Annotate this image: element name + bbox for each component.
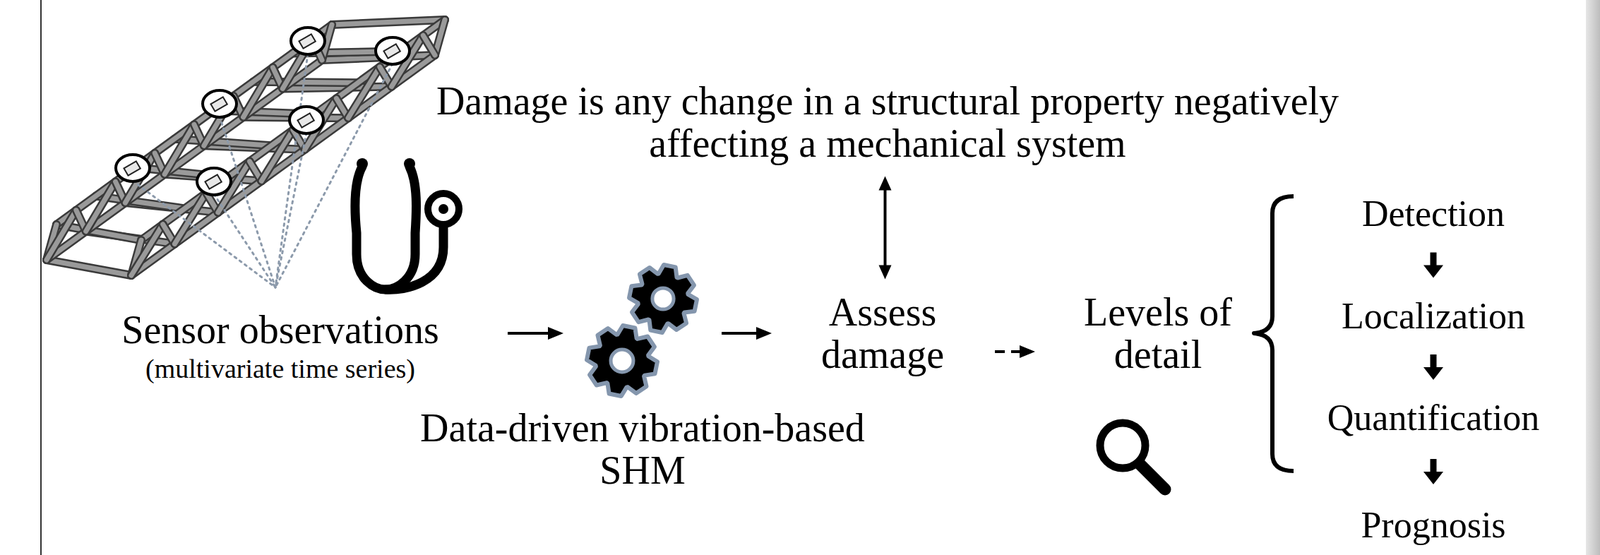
label-text: Detection <box>1292 194 1575 234</box>
input-label: Sensor observations(multivariate time se… <box>61 308 500 384</box>
label-text: Sensor observations <box>61 308 500 351</box>
stethoscope-icon <box>355 158 459 290</box>
magnifier-icon <box>1100 422 1166 490</box>
frame-line <box>40 0 42 555</box>
level-label: Detection <box>1292 194 1575 234</box>
connector-arrow <box>1423 458 1444 485</box>
truss-bridge <box>46 19 445 276</box>
label-text: Prognosis <box>1292 505 1575 546</box>
label-text: Localization <box>1292 296 1575 337</box>
definition-text: Damage is any change in a structural pro… <box>428 79 1347 166</box>
label-text: Data-driven vibration-based SHM <box>416 406 869 493</box>
process-label: Levels of detail <box>1045 290 1271 377</box>
label-text: Quantification <box>1292 398 1575 438</box>
process-label: Assess damage <box>780 290 985 377</box>
sub-label-text: (multivariate time series) <box>61 354 500 384</box>
sensors <box>115 27 410 288</box>
connector-arrow <box>879 175 892 279</box>
connector-arrow <box>507 326 564 340</box>
connector-arrow <box>1423 252 1444 279</box>
connector-arrow <box>994 345 1036 358</box>
level-label: Prognosis <box>1292 505 1575 546</box>
label-text: Levels of detail <box>1045 290 1271 377</box>
label-text: Damage is any change in a structural pro… <box>428 79 1347 166</box>
level-label: Quantification <box>1292 398 1575 438</box>
gears-icon <box>571 257 714 399</box>
connector-arrow <box>1423 354 1444 380</box>
edge-strip <box>1585 0 1600 555</box>
method-label: Data-driven vibration-based SHM <box>416 406 869 493</box>
curly-bracket <box>1254 196 1294 471</box>
level-label: Localization <box>1292 296 1575 337</box>
label-text: Assess damage <box>780 290 985 377</box>
connector-arrow <box>721 326 772 340</box>
